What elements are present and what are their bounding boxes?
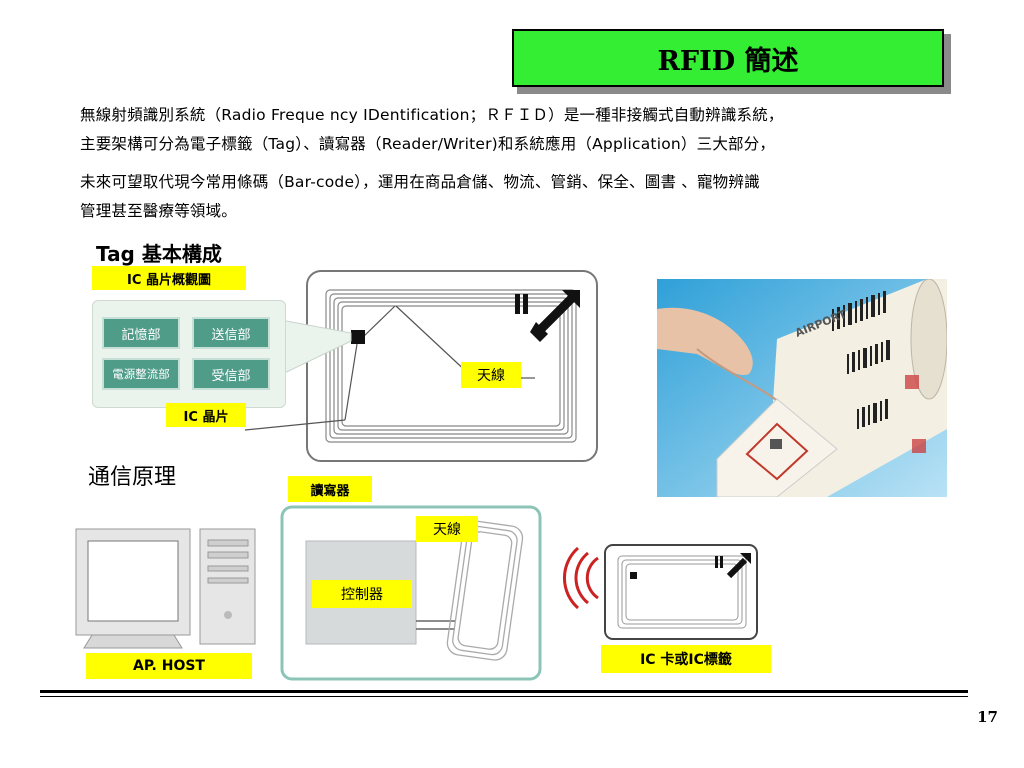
ic-chip-pointer-2 (344, 343, 358, 421)
footer-rule-thick (40, 690, 968, 693)
ic-card-rf-icon (715, 553, 751, 579)
comm-heading: 通信原理 (88, 465, 177, 490)
host-label: AP. HOST (86, 653, 252, 679)
reader-antenna-label: 天線 (416, 516, 478, 542)
ic-card-chip (630, 572, 637, 579)
controller-label: 控制器 (312, 580, 412, 608)
tag-inner-area (346, 310, 556, 422)
ic-card-coil (617, 555, 747, 629)
rfid-label-photo: AIRPORT (657, 279, 947, 497)
paragraph-line-4: 管理甚至醫療等領域。 (80, 202, 238, 220)
antenna-wire-2 (395, 305, 471, 376)
block-memory: 記憶部 (102, 317, 180, 349)
rf-wave-icon (563, 546, 599, 610)
ic-overview-label: IC 晶片概觀圖 (92, 266, 246, 290)
reader-antenna-loop (446, 520, 524, 661)
paragraph-line-3: 未來可望取代現今常用條碼（Bar-code），運用在商品倉儲、物流、管銷、保全、… (80, 173, 760, 191)
pc-tower (199, 528, 256, 645)
slide-title: RFID 簡述 (657, 45, 799, 77)
ic-chip-square (351, 330, 365, 344)
tag-heading: Tag 基本構成 (96, 242, 222, 266)
rf-symbol-icon (515, 290, 580, 342)
footer-rule-thin (40, 696, 968, 697)
antenna-wire-1 (361, 305, 396, 339)
reader-label: 讀寫器 (288, 476, 372, 502)
title-box: RFID 簡述 (512, 29, 944, 87)
page-number: 17 (977, 708, 998, 726)
paragraph-line-2: 主要架構可分為電子標籤（Tag）、讀寫器（Reader/Writer)和系統應用… (80, 135, 776, 153)
block-power-rectifier: 電源整流部 (102, 358, 180, 390)
ic-chip-pointer (244, 419, 346, 431)
card-label: IC 卡或IC標籤 (601, 645, 771, 673)
paragraph-line-1: 無線射頻識別系統（Radio Freque ncy IDentification… (80, 106, 784, 124)
block-transmitter: 送信部 (192, 317, 270, 349)
block-receiver: 受信部 (192, 358, 270, 390)
tag-antenna-label: 天線 (461, 362, 521, 388)
ic-chip-label: IC 晶片 (166, 403, 246, 427)
antenna-coil (325, 289, 577, 443)
